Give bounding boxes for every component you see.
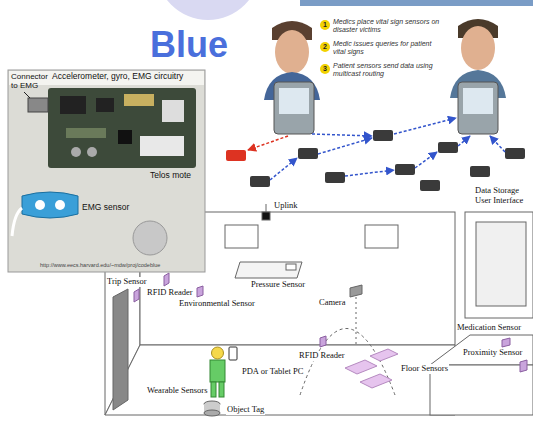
step-text: Medics place vital sign sensors on disas… xyxy=(333,18,445,34)
deco-circle xyxy=(156,0,260,20)
photo-caption: Connector to EMG xyxy=(11,72,49,90)
step-text: Patient sensors send data using multicas… xyxy=(333,62,445,78)
photo-caption: Telos mote xyxy=(150,171,191,181)
callout-number: 1 xyxy=(320,20,330,30)
callout-number: 3 xyxy=(320,64,330,74)
url-watermark: http://www.eecs.harvard.edu/~mdw/proj/co… xyxy=(40,262,160,268)
sensor-label: Environmental Sensor xyxy=(178,299,256,309)
photo-caption: EMG sensor xyxy=(82,203,129,213)
step-text: Medic issues queries for patient vital s… xyxy=(333,40,445,56)
sensor-label: Wearable Sensors xyxy=(146,386,208,396)
sensor-label: PDA or Tablet PC xyxy=(241,367,304,377)
sensor-label: Camera xyxy=(318,298,346,308)
sensor-label: Medication Sensor xyxy=(456,323,522,333)
mote-photo xyxy=(8,70,205,272)
sensor-label: Floor Sensors xyxy=(400,364,449,374)
photo-caption: Accelerometer, gyro, EMG circuitry xyxy=(52,72,183,82)
sensor-label: Data Storage User Interface xyxy=(474,186,531,206)
sensor-label: RFID Reader xyxy=(146,288,194,298)
sensor-label: RFID Reader xyxy=(298,351,346,361)
sensor-label: Proximity Sensor xyxy=(462,348,523,358)
callout-number: 2 xyxy=(320,42,330,52)
header-band xyxy=(300,0,533,6)
network-illustration xyxy=(226,19,525,191)
sensor-label: Uplink xyxy=(273,201,299,211)
sensor-label: Trip Sensor xyxy=(106,277,148,287)
slide-title: Blue xyxy=(150,24,228,65)
sensor-label: Pressure Sensor xyxy=(250,280,306,290)
sensor-label: Object Tag xyxy=(226,405,265,415)
